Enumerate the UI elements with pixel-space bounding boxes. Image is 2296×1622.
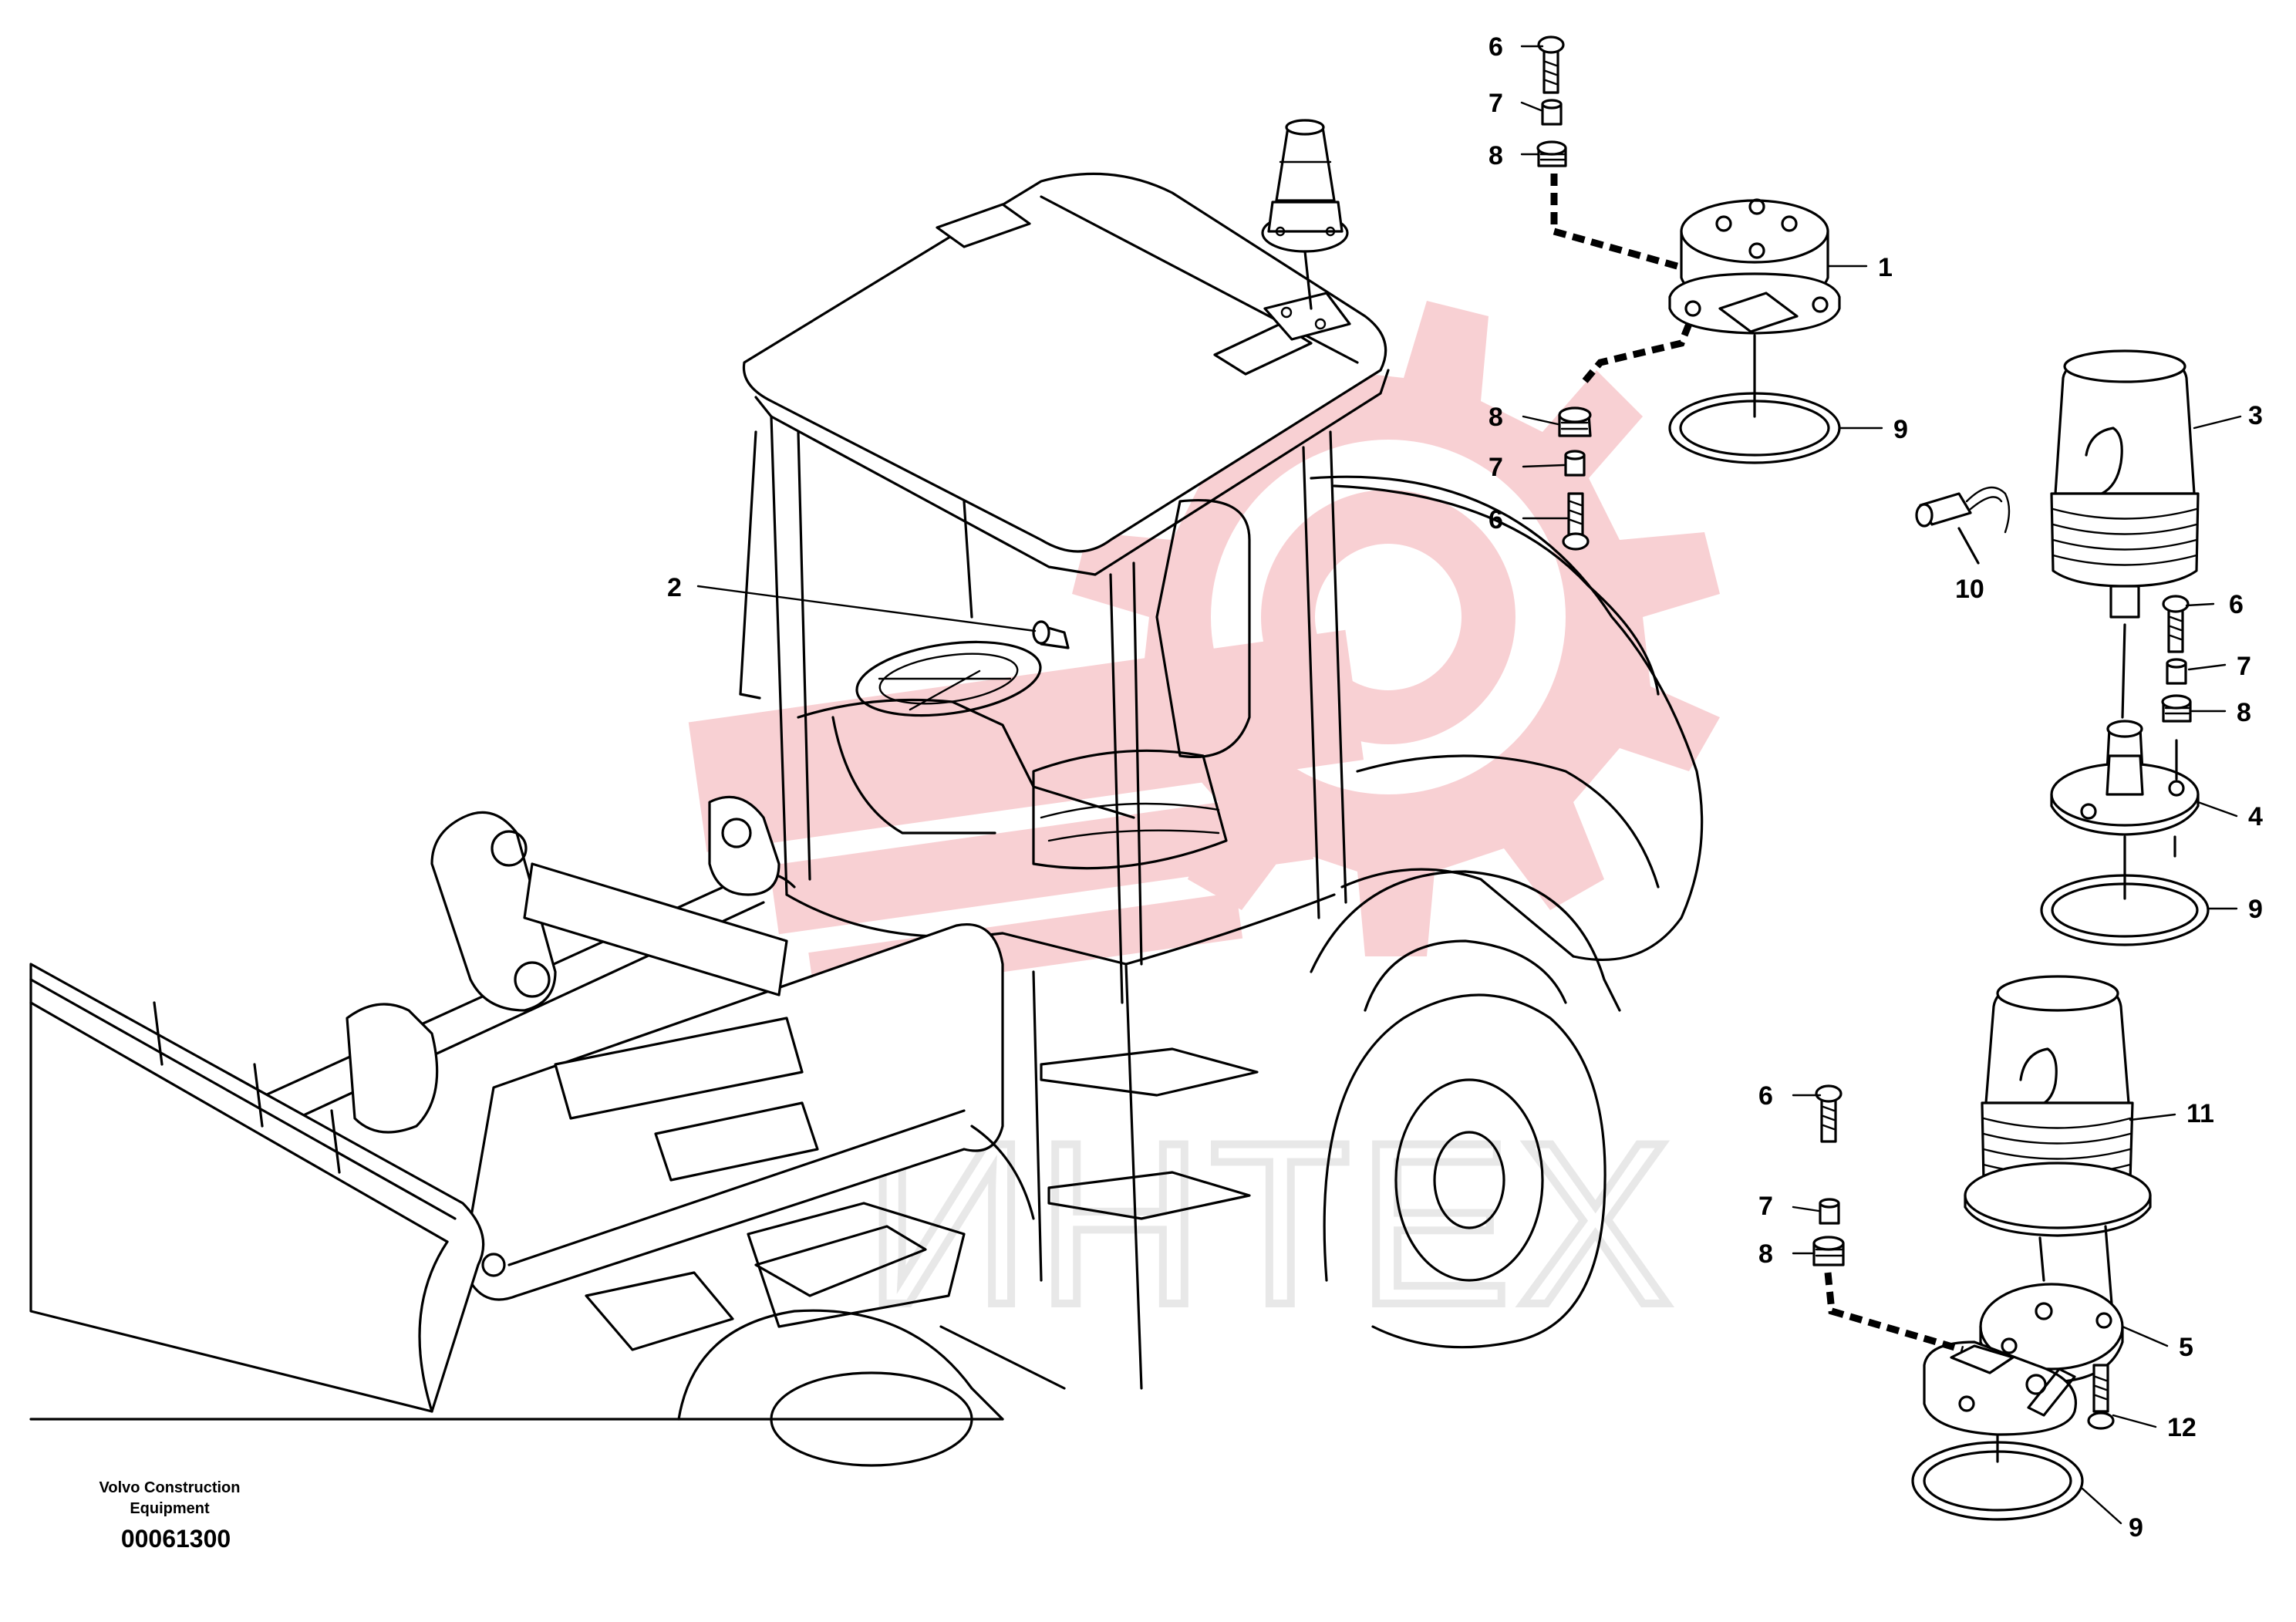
cab-roof: [742, 172, 1387, 553]
callout-1: 1: [1878, 253, 1893, 282]
part-3-beacon: [2050, 349, 2200, 719]
manufacturer-line-2: Equipment: [130, 1500, 210, 1517]
lift-arm-front: [461, 923, 1004, 1301]
callout-9: 9: [1893, 415, 1908, 444]
beacon-mount-plate: [1263, 292, 1351, 341]
drawing-footer: Volvo Construction Equipment 00061300: [99, 1479, 241, 1553]
callout-7: 7: [1489, 89, 1503, 118]
callout-9: 9: [2248, 895, 2263, 924]
callout-7: 7: [2237, 652, 2251, 681]
part-5-beacon-base: [1812, 1084, 2124, 1521]
callout-11: 11: [2186, 1099, 2214, 1128]
callout-5: 5: [2179, 1333, 2193, 1362]
callout-6: 6: [1489, 32, 1503, 62]
callout-8: 8: [1489, 403, 1503, 432]
part-4-beacon-base: [2040, 595, 2210, 946]
callout-2: 2: [667, 573, 682, 602]
callout-7: 7: [1489, 453, 1503, 482]
callout-10: 10: [1955, 575, 1984, 604]
callout-12: 12: [2167, 1413, 2197, 1442]
callout-labels: 6 7 8 1 9 8 7 6 2 10 3 6 7 8 4: [667, 32, 2263, 1543]
part-11-beacon: [1964, 975, 2152, 1305]
callout-8: 8: [1758, 1239, 1773, 1269]
callout-6: 6: [1758, 1081, 1773, 1111]
callout-9: 9: [2129, 1513, 2143, 1543]
loader-bucket: [29, 963, 485, 1413]
beacon-mounted-on-cab: [1261, 119, 1349, 310]
callout-7: 7: [1758, 1192, 1773, 1221]
callout-4: 4: [2248, 802, 2263, 831]
part-2-socket: [1032, 620, 1070, 649]
wheel-loader-drawing: [29, 172, 1704, 1467]
manufacturer-line-1: Volvo Construction: [99, 1479, 241, 1496]
part-10-connector: [1915, 486, 2011, 565]
callout-8: 8: [1489, 141, 1503, 170]
part-1-beacon-base: [1536, 35, 1841, 551]
drawing-number: 00061300: [121, 1525, 231, 1553]
callout-6: 6: [2229, 590, 2244, 619]
callout-6: 6: [1489, 505, 1503, 534]
callout-3: 3: [2248, 401, 2263, 430]
callout-8: 8: [2237, 698, 2251, 727]
